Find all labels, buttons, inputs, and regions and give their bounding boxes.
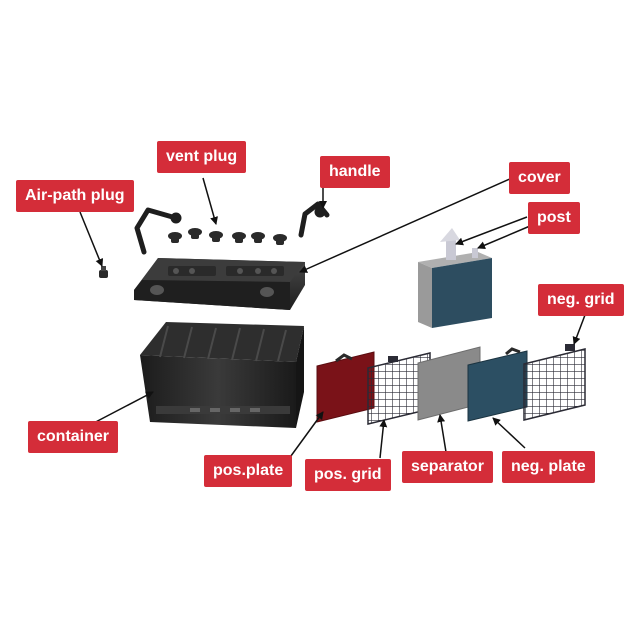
label-container: container (28, 421, 118, 453)
vent-plugs-part (168, 228, 287, 245)
handle-right-part (301, 204, 327, 235)
leader-neg-plate (493, 418, 525, 448)
container-part (140, 322, 304, 428)
air-path-plug-part (99, 266, 108, 278)
cover-part (134, 258, 305, 310)
handle-left-part (137, 210, 179, 252)
label-separator: separator (402, 451, 493, 483)
post-cell-part (418, 228, 492, 328)
leader-pos-grid (380, 420, 384, 458)
label-post: post (528, 202, 580, 234)
leader-separator (440, 415, 446, 452)
label-vent-plug: vent plug (157, 141, 246, 173)
label-pos-grid: pos. grid (305, 459, 391, 491)
neg-grid-part (524, 344, 585, 420)
leader-post-2 (478, 226, 530, 248)
label-cover: cover (509, 162, 570, 194)
leader-air-path-plug (80, 212, 102, 266)
leader-post-1 (456, 217, 527, 244)
label-neg-plate: neg. plate (502, 451, 595, 483)
label-handle: handle (320, 156, 390, 188)
pos-plate-part (317, 352, 374, 422)
label-air-path-plug: Air-path plug (16, 180, 134, 212)
leader-neg-grid (574, 315, 585, 344)
label-pos-plate: pos.plate (204, 455, 292, 487)
label-neg-grid: neg. grid (538, 284, 624, 316)
leader-vent-plug (203, 178, 216, 224)
